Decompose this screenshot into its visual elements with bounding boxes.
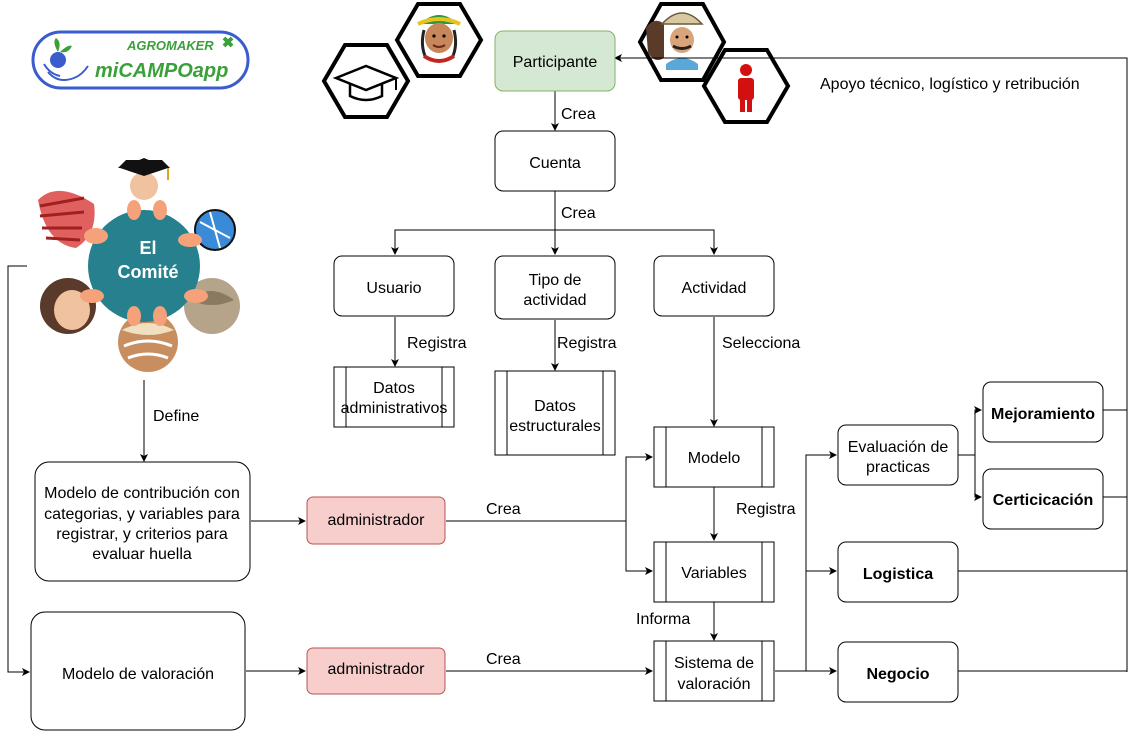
edge-admin1-variables	[625, 521, 653, 575]
edges	[7, 54, 1128, 676]
node-participante-label: Participante	[513, 54, 598, 71]
edge-labels: Crea Crea Registra Registra Selecciona D…	[153, 76, 1080, 668]
node-variables-label: Variables	[681, 565, 747, 582]
node-modelo[interactable]: Modelo	[653, 426, 775, 488]
node-contrib-label-1: Modelo de contribución con	[44, 485, 240, 502]
node-mejoramiento[interactable]: Mejoramiento	[982, 381, 1104, 443]
committee-label-line2: Comité	[117, 262, 178, 282]
node-evaluacion-practicas[interactable]: Evaluación de practicas	[837, 424, 959, 486]
logo-top-text: AGROMAKER	[126, 38, 214, 53]
person-icon	[701, 48, 791, 124]
node-admin2-label: administrador	[328, 661, 426, 678]
edge-label-crea-1: Crea	[561, 106, 596, 123]
edge-comite-valoracion	[7, 265, 30, 676]
edge-cuenta-usuario	[391, 191, 556, 255]
edge-evaluacion-mejoramiento	[974, 406, 982, 455]
node-modelo-valoracion-label: Modelo de valoración	[62, 666, 214, 683]
node-negocio-label: Negocio	[866, 666, 929, 683]
edge-label-selecciona: Selecciona	[722, 335, 800, 352]
node-datos-admin-label-2: administrativos	[341, 400, 448, 417]
indigenous-person-icon	[394, 2, 484, 78]
node-contrib-label-2: categorias, y variables para	[44, 506, 240, 523]
node-sistema-label-1: Sistema de	[674, 655, 754, 672]
node-logistica-label: Logistica	[863, 566, 933, 583]
edge-cuenta-actividad	[555, 229, 718, 255]
edge-sistema-evaluacion	[805, 451, 837, 671]
edge-label-crea-2: Crea	[561, 205, 596, 222]
edge-admin1-modelo	[625, 453, 653, 521]
node-negocio[interactable]: Negocio	[837, 641, 959, 703]
node-contrib-label-4: evaluar huella	[92, 546, 192, 563]
node-modelo-contribucion[interactable]: Modelo de contribución con categorias, y…	[34, 461, 251, 582]
node-evaluacion-label-2: practicas	[866, 459, 930, 476]
node-datos-estruct-label-1: Datos	[534, 398, 576, 415]
node-tipo-actividad[interactable]: Tipo de actividad	[494, 255, 616, 320]
farmer-icon	[637, 2, 727, 82]
node-variables[interactable]: Variables	[653, 541, 775, 603]
edge-label-crea-admin-1: Crea	[486, 501, 521, 518]
node-contrib-label-3: registrar, y criterios para	[56, 526, 228, 543]
edge-label-define: Define	[153, 408, 199, 425]
node-usuario-label: Usuario	[366, 280, 421, 297]
edge-label-registra-2: Registra	[557, 335, 617, 352]
node-usuario[interactable]: Usuario	[333, 255, 455, 317]
logo-bottom-text: miCAMPOapp	[95, 60, 228, 82]
node-administrador-1[interactable]: administrador	[306, 496, 446, 545]
micampo-logo: AGROMAKER miCAMPOapp	[31, 30, 250, 90]
edge-label-registra-3: Registra	[736, 501, 796, 518]
committee-illustration: El Comité	[38, 158, 240, 372]
node-datos-admin-label-1: Datos	[373, 380, 415, 397]
node-tipo-actividad-label-1: Tipo de	[529, 272, 582, 289]
node-participante[interactable]: Participante	[494, 30, 616, 92]
node-cuenta[interactable]: Cuenta	[494, 130, 616, 192]
node-sistema-label-2: valoración	[678, 676, 751, 693]
node-admin1-label: administrador	[328, 512, 426, 529]
node-evaluacion-label-1: Evaluación de	[848, 439, 949, 456]
graduation-cap-icon	[321, 43, 411, 119]
node-certificacion-label: Certicicación	[993, 492, 1093, 509]
committee-label-line1: El	[139, 238, 156, 258]
edge-label-informa: Informa	[636, 611, 690, 628]
edge-label-registra-1: Registra	[407, 335, 467, 352]
node-modelo-label: Modelo	[688, 450, 741, 467]
node-actividad[interactable]: Actividad	[653, 255, 775, 317]
node-cuenta-label: Cuenta	[529, 155, 581, 172]
node-actividad-label: Actividad	[682, 280, 747, 297]
edge-label-crea-admin-2: Crea	[486, 651, 521, 668]
edge-evaluacion-certificacion	[974, 455, 982, 501]
node-datos-estruct-label-2: estructurales	[509, 418, 601, 435]
node-mejoramiento-label: Mejoramiento	[991, 406, 1095, 423]
node-certificacion[interactable]: Certicicación	[982, 468, 1104, 530]
edge-label-apoyo: Apoyo técnico, logístico y retribución	[820, 76, 1080, 93]
node-datos-administrativos[interactable]: Datos administrativos	[333, 366, 455, 428]
node-modelo-valoracion[interactable]: Modelo de valoración	[30, 611, 246, 731]
node-datos-estructurales[interactable]: Datos estructurales	[494, 370, 616, 456]
node-sistema-valoracion[interactable]: Sistema de valoración	[653, 640, 775, 702]
node-logistica[interactable]: Logistica	[837, 541, 959, 603]
node-tipo-actividad-label-2: actividad	[523, 292, 586, 309]
edge-feedback-return	[614, 54, 1128, 672]
node-administrador-2[interactable]: administrador	[306, 647, 446, 695]
